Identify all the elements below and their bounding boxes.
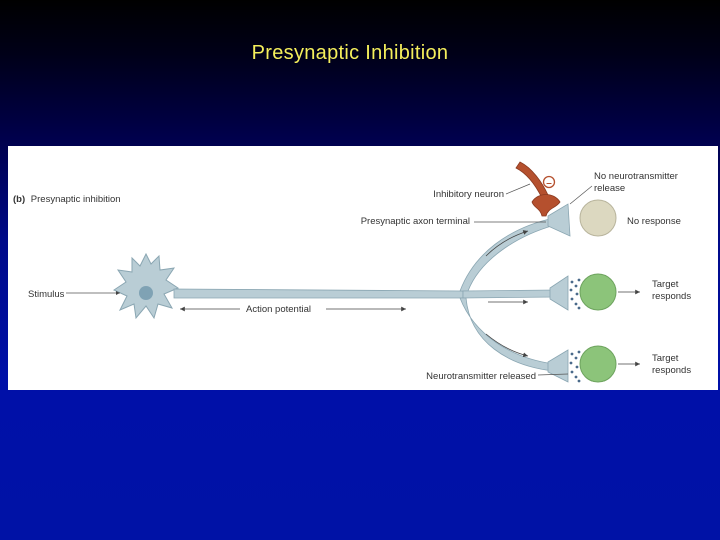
label-target-responds-2-line1: Target [652, 353, 679, 364]
leader-nt-released [537, 373, 569, 376]
inhibitory-neuron-terminal [531, 194, 561, 217]
label-stimulus: Stimulus [28, 289, 65, 300]
neuron-nucleus [139, 286, 153, 300]
presynaptic-terminal-middle [549, 275, 569, 311]
target-cell-lower [579, 345, 617, 383]
label-target-responds-2-line2: responds [652, 365, 691, 376]
inhibitory-sign-icon [542, 175, 556, 189]
neurotransmitter-dots-middle [569, 278, 581, 310]
branch-arrow-lower [485, 333, 529, 358]
target-cell-inhibited [579, 199, 617, 237]
label-neurotransmitter-released: Neurotransmitter released [426, 371, 536, 382]
label-action-potential: Action potential [246, 304, 311, 315]
axon-branch-middle [462, 289, 557, 299]
axon-main [173, 288, 464, 299]
label-no-nt-release-line2: release [594, 183, 625, 194]
presynaptic-terminal-lower [547, 349, 569, 383]
label-no-nt-release-line1: No neurotransmitter [594, 171, 678, 182]
label-target-responds-1-line1: Target [652, 279, 679, 290]
neurotransmitter-dots-lower [569, 350, 581, 383]
leader-inhibitory-neuron [505, 183, 531, 195]
target-cell-middle [579, 273, 617, 311]
axon-branch-lower [459, 297, 555, 372]
branch-arrow-upper [485, 230, 529, 257]
presynaptic-terminal-upper [547, 203, 571, 237]
label-no-response: No response [627, 216, 681, 227]
figure-panel: – [8, 146, 718, 390]
label-target-responds-1-line2: responds [652, 291, 691, 302]
panel-label: (b) Presynaptic inhibition [13, 194, 121, 205]
inhibitory-sign-text: – [546, 178, 552, 189]
presynaptic-inhibition-diagram: – [13, 161, 691, 383]
label-inhibitory-neuron: Inhibitory neuron [433, 189, 504, 200]
panel-label-text: Presynaptic inhibition [31, 194, 121, 205]
leader-no-nt-release [569, 185, 593, 205]
panel-label-letter: (b) [13, 194, 25, 205]
slide-title: Presynaptic Inhibition [251, 42, 449, 64]
label-presynaptic-axon-terminal: Presynaptic axon terminal [361, 216, 470, 227]
axon-branch-upper [459, 217, 556, 292]
